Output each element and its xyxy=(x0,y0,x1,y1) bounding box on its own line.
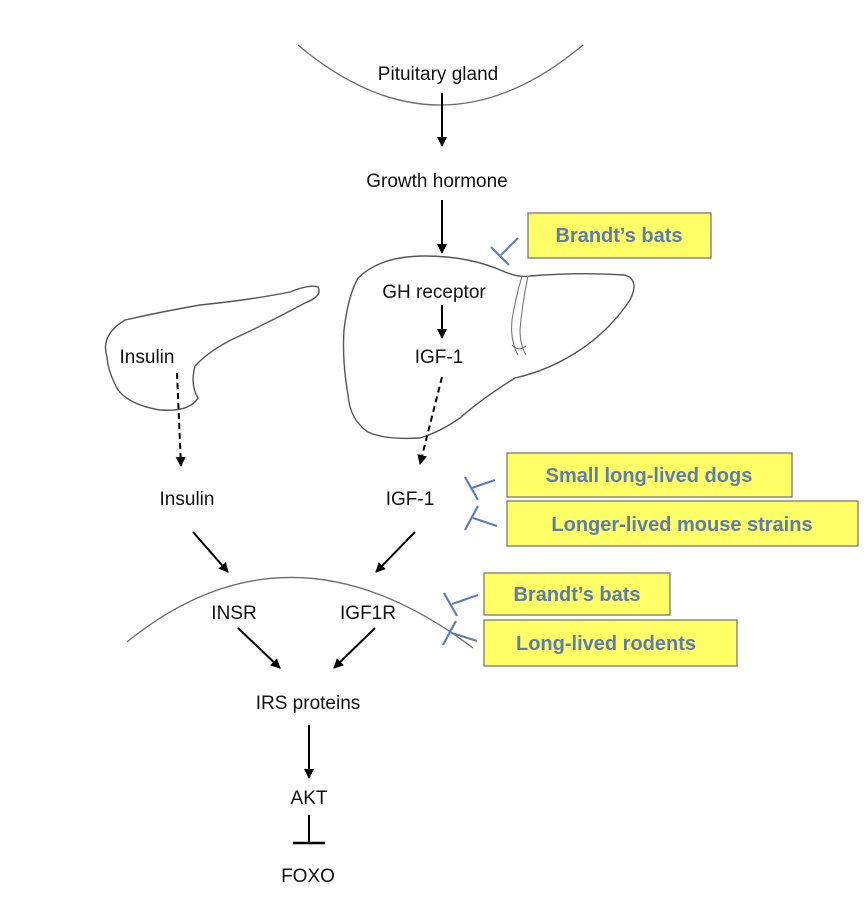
inhibitor-brandts-bats-igf1r xyxy=(443,592,479,617)
arrow-igf1-to-igf1r xyxy=(375,531,416,573)
igf1r-label: IGF1R xyxy=(340,603,396,624)
pancreas-outline xyxy=(104,285,320,411)
liver-outline xyxy=(342,255,635,440)
pituitary-gland-label: Pituitary gland xyxy=(378,64,498,85)
box-mouse-strains-text: Longer-lived mouse strains xyxy=(551,514,812,536)
igf1-label: IGF-1 xyxy=(386,489,435,510)
box-brandts-bats-ghr-text: Brandt’s bats xyxy=(555,225,682,247)
cell-membrane-outline xyxy=(126,576,474,649)
box-long-lived-rodents-text: Long-lived rodents xyxy=(516,633,696,655)
liver-fissure xyxy=(511,275,529,356)
insulin-pancreas-label: Insulin xyxy=(120,347,175,368)
pituitary-gland-outline xyxy=(297,44,584,106)
igf1-liver-label: IGF-1 xyxy=(415,347,464,368)
inhibitor-long-lived-rodents xyxy=(442,620,478,646)
dashed-arrow-pancreas-insulin xyxy=(175,372,186,467)
box-small-dogs: Small long-lived dogs xyxy=(506,452,793,498)
box-brandts-bats-ghr: Brandt’s bats xyxy=(527,212,712,259)
box-brandts-bats-igf1r: Brandt’s bats xyxy=(483,572,671,616)
gh-receptor-label: GH receptor xyxy=(382,282,486,303)
dashed-arrow-liver-igf1 xyxy=(417,376,443,465)
foxo-label: FOXO xyxy=(281,866,335,887)
arrow-insulin-to-insr xyxy=(192,531,229,573)
insr-label: INSR xyxy=(211,603,256,624)
arrow-insr-to-irs xyxy=(237,627,281,669)
insulin-label: Insulin xyxy=(160,489,215,510)
box-brandts-bats-igf1r-text: Brandt’s bats xyxy=(513,584,640,606)
box-small-dogs-text: Small long-lived dogs xyxy=(546,465,753,487)
box-long-lived-rodents: Long-lived rodents xyxy=(483,619,738,667)
inhibitor-brandts-bats-ghr xyxy=(490,237,519,266)
inhibitor-small-dogs xyxy=(464,476,496,501)
inhibitor-mouse-strains xyxy=(464,505,498,531)
arrow-igf1r-to-irs xyxy=(333,627,376,669)
akt-label: AKT xyxy=(291,788,328,809)
irs-proteins-label: IRS proteins xyxy=(256,693,361,714)
box-mouse-strains: Longer-lived mouse strains xyxy=(506,500,859,547)
growth-hormone-label: Growth hormone xyxy=(366,171,508,192)
